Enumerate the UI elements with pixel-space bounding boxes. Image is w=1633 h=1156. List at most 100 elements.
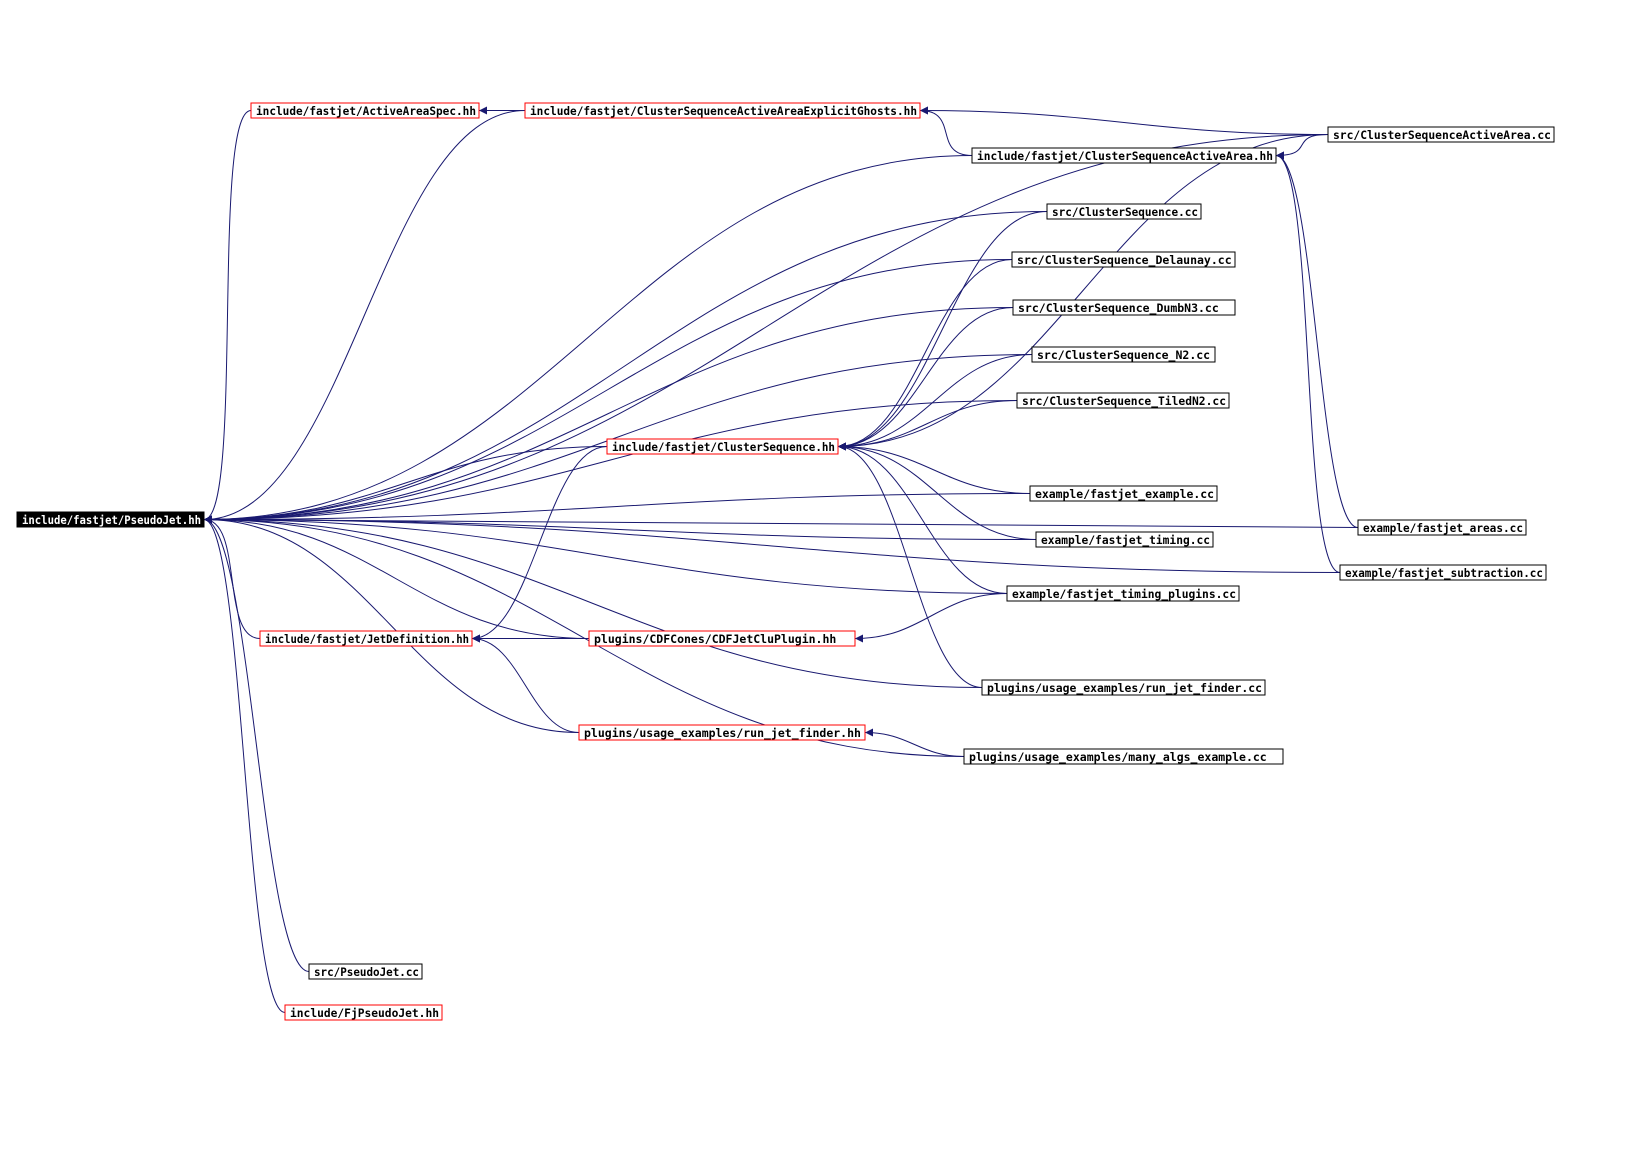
edge-cs_cc-to-pseudojet_hh <box>203 211 1048 524</box>
node-box <box>1029 485 1218 502</box>
node-box <box>1011 251 1236 268</box>
node-label: include/fastjet/PseudoJet.hh <box>22 513 201 527</box>
node-label: include/fastjet/ClusterSequence.hh <box>612 440 835 454</box>
node-label: example/fastjet_timing_plugins.cc <box>1012 587 1236 602</box>
node-label: plugins/CDFCones/CDFJetCluPlugin.hh <box>594 632 836 646</box>
node-label: src/ClusterSequence_DumbN3.cc <box>1018 301 1219 316</box>
node-box <box>1035 531 1214 548</box>
node-box <box>284 1004 443 1021</box>
edge-fj_timing_plugins_cc-to-cdfjetclu_hh <box>854 593 1008 643</box>
node-label: plugins/usage_examples/run_jet_finder.cc <box>987 681 1262 696</box>
edge-cs_dumbn3_cc-to-cs_hh <box>837 307 1014 451</box>
node-fj-timing-plugins-cc[interactable]: example/fastjet_timing_plugins.cc <box>1006 585 1240 602</box>
node-box <box>1327 126 1555 143</box>
node-label: example/fastjet_example.cc <box>1035 487 1214 502</box>
node-label: include/fastjet/ClusterSequenceActiveAre… <box>530 104 917 118</box>
node-cs-delaunay-cc[interactable]: src/ClusterSequence_Delaunay.cc <box>1011 251 1236 268</box>
node-box <box>971 147 1277 164</box>
edge-cs_cc-to-cs_hh <box>837 211 1048 451</box>
node-cs-hh[interactable]: include/fastjet/ClusterSequence.hh <box>606 438 839 455</box>
edge-fj_subtraction_cc-to-pseudojet_hh <box>203 515 1341 573</box>
node-box <box>524 102 921 119</box>
node-label: plugins/usage_examples/run_jet_finder.hh <box>584 726 861 741</box>
node-box <box>1012 299 1236 316</box>
edge-csaaeg_hh-to-pseudojet_hh <box>203 110 526 524</box>
node-label: include/FjPseudoJet.hh <box>290 1006 439 1020</box>
node-label: include/fastjet/JetDefinition.hh <box>265 632 469 646</box>
dependency-edges <box>203 106 1359 1013</box>
node-box <box>981 679 1266 696</box>
node-cs-n2-cc[interactable]: src/ClusterSequence_N2.cc <box>1031 346 1216 363</box>
edge-run_jet_finder_hh-to-jetdef_hh <box>471 634 580 733</box>
node-pseudojet-hh[interactable]: include/fastjet/PseudoJet.hh <box>16 511 205 528</box>
node-csaa-hh[interactable]: include/fastjet/ClusterSequenceActiveAre… <box>971 147 1277 164</box>
node-box <box>606 438 839 455</box>
node-label: src/ClusterSequence_N2.cc <box>1037 348 1210 363</box>
node-box <box>1339 564 1547 581</box>
node-pseudojet-cc[interactable]: src/PseudoJet.cc <box>308 963 423 980</box>
node-box <box>16 511 205 528</box>
edge-csaa_cc-to-csaa_hh <box>1275 134 1329 160</box>
node-box <box>1031 346 1216 363</box>
node-fj-subtraction-cc[interactable]: example/fastjet_subtraction.cc <box>1339 564 1547 581</box>
node-cs-tiledn2-cc[interactable]: src/ClusterSequence_TiledN2.cc <box>1016 392 1230 409</box>
edge-cs_delaunay_cc-to-pseudojet_hh <box>203 259 1013 524</box>
edge-cs_dumbn3_cc-to-pseudojet_hh <box>203 307 1014 524</box>
node-run-jet-finder-cc[interactable]: plugins/usage_examples/run_jet_finder.cc <box>981 679 1266 696</box>
edge-fj_areas_cc-to-csaa_hh <box>1275 151 1359 528</box>
node-box <box>250 102 480 119</box>
edge-jetdef_hh-to-pseudojet_hh <box>203 515 261 639</box>
edge-cs_n2_cc-to-cs_hh <box>837 354 1033 451</box>
node-box <box>588 630 856 647</box>
edge-csaa_cc-to-pseudojet_hh <box>203 134 1329 524</box>
node-label: plugins/usage_examples/many_algs_example… <box>969 750 1267 765</box>
node-csaa-cc[interactable]: src/ClusterSequenceActiveArea.cc <box>1327 126 1555 143</box>
edge-activeareaspec_hh-to-pseudojet_hh <box>203 110 252 524</box>
node-box <box>1357 519 1527 536</box>
node-run-jet-finder-hh[interactable]: plugins/usage_examples/run_jet_finder.hh <box>578 724 866 741</box>
node-many-algs-cc[interactable]: plugins/usage_examples/many_algs_example… <box>963 748 1284 765</box>
edge-run_jet_finder_hh-to-pseudojet_hh <box>203 515 580 733</box>
node-fj-timing-cc[interactable]: example/fastjet_timing.cc <box>1035 531 1214 548</box>
node-box <box>1006 585 1240 602</box>
edge-fj_timing_cc-to-cs_hh <box>837 442 1037 540</box>
edge-csaa_hh-to-pseudojet_hh <box>203 155 973 524</box>
edge-csaa_hh-to-csaaeg_hh <box>919 106 973 156</box>
edge-pseudojet_cc-to-pseudojet_hh <box>203 515 310 972</box>
edge-cs_hh-to-jetdef_hh <box>471 446 608 643</box>
node-label: src/ClusterSequence_Delaunay.cc <box>1017 253 1232 268</box>
node-label: example/fastjet_subtraction.cc <box>1345 566 1543 581</box>
node-label: include/fastjet/ClusterSequenceActiveAre… <box>977 149 1273 163</box>
node-cs-cc[interactable]: src/ClusterSequence.cc <box>1046 203 1202 220</box>
edge-fj_timing_plugins_cc-to-cs_hh <box>837 442 1008 594</box>
file-nodes: include/fastjet/PseudoJet.hh include/fast… <box>16 102 1555 1021</box>
edge-cs_delaunay_cc-to-cs_hh <box>837 259 1013 451</box>
node-fj-areas-cc[interactable]: example/fastjet_areas.cc <box>1357 519 1527 536</box>
node-box <box>963 748 1284 765</box>
node-fj-example-cc[interactable]: example/fastjet_example.cc <box>1029 485 1218 502</box>
edge-fj_example_cc-to-pseudojet_hh <box>203 493 1031 524</box>
node-label: example/fastjet_timing.cc <box>1041 533 1210 548</box>
node-activeareaspec-hh[interactable]: include/fastjet/ActiveAreaSpec.hh <box>250 102 480 119</box>
node-label: src/PseudoJet.cc <box>314 965 419 979</box>
node-cs-dumbn3-cc[interactable]: src/ClusterSequence_DumbN3.cc <box>1012 299 1236 316</box>
edge-many_algs_cc-to-pseudojet_hh <box>203 515 965 757</box>
node-label: example/fastjet_areas.cc <box>1363 521 1523 536</box>
edge-csaa_cc-to-csaaeg_hh <box>919 106 1329 135</box>
node-label: src/ClusterSequenceActiveArea.cc <box>1333 128 1551 142</box>
node-label: src/ClusterSequence_TiledN2.cc <box>1022 394 1226 409</box>
node-csaaeg-hh[interactable]: include/fastjet/ClusterSequenceActiveAre… <box>524 102 921 119</box>
node-fjpseudojet-hh[interactable]: include/FjPseudoJet.hh <box>284 1004 443 1021</box>
node-jetdef-hh[interactable]: include/fastjet/JetDefinition.hh <box>259 630 473 647</box>
node-cdfjetclu-hh[interactable]: plugins/CDFCones/CDFJetCluPlugin.hh <box>588 630 856 647</box>
node-box <box>1046 203 1202 220</box>
edge-cs_tiledn2_cc-to-pseudojet_hh <box>203 400 1018 524</box>
edge-run_jet_finder_cc-to-pseudojet_hh <box>203 515 983 688</box>
edge-fj_example_cc-to-cs_hh <box>837 442 1031 494</box>
node-box <box>578 724 866 741</box>
node-box <box>1016 392 1230 409</box>
edge-cdfjetclu_hh-to-pseudojet_hh <box>203 515 590 639</box>
node-box <box>259 630 473 647</box>
edge-fj_subtraction_cc-to-csaa_hh <box>1275 151 1341 573</box>
